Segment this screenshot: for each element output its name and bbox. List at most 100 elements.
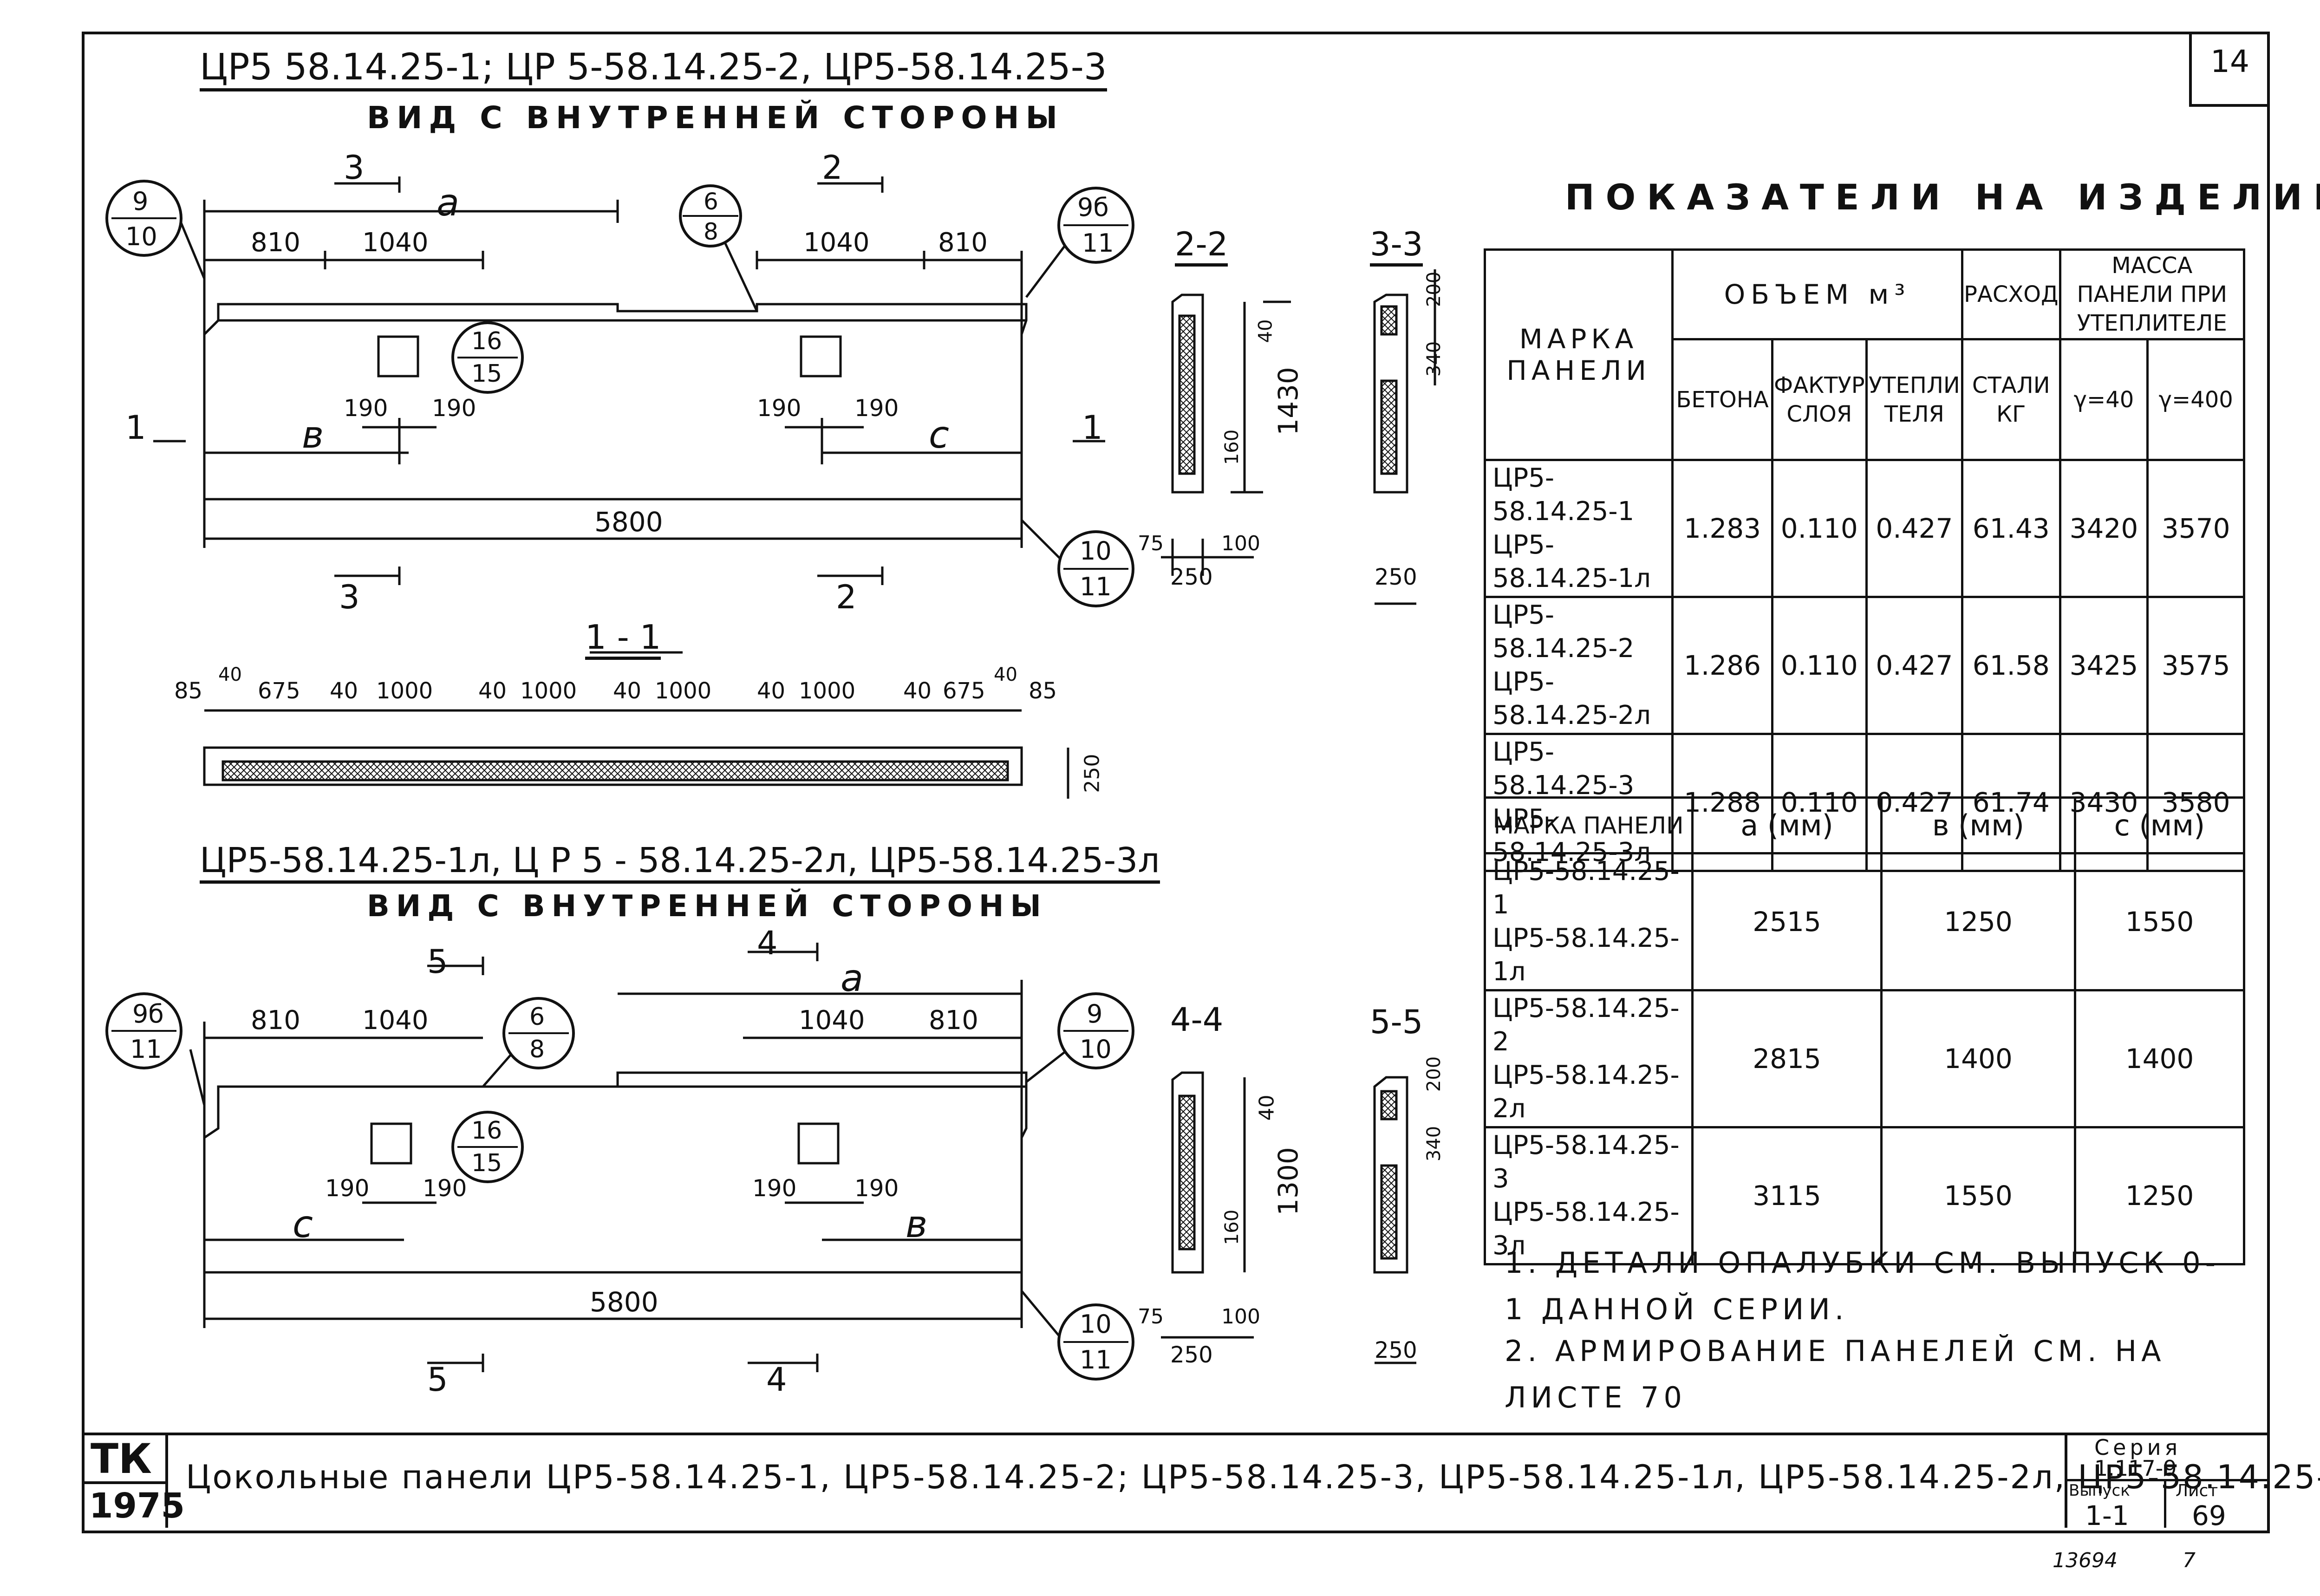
- dim-label: 1430: [1272, 367, 1304, 436]
- header-mark: МАРКА ПАНЕЛИ: [1484, 796, 1694, 854]
- dim-label: 40: [613, 678, 642, 704]
- callout-top: 16: [471, 1117, 502, 1145]
- section-mark: 1: [125, 409, 146, 447]
- dim-label: 160: [1221, 1209, 1243, 1245]
- indicators-table: МАРКА ПАНЕЛИ ОБЪЕМ м³ РАСХОД МАССА ПАНЕЛ…: [1483, 248, 2245, 872]
- dim-label: 810: [929, 1005, 978, 1036]
- dim-label: 250: [1080, 754, 1104, 793]
- dim-label: 190: [432, 395, 476, 422]
- section-mark: 4: [766, 1361, 787, 1399]
- header-insulation: УТЕПЛИ ТЕЛЯ: [1865, 338, 1964, 461]
- dim-label: 250: [1375, 1337, 1417, 1363]
- sheet-number: 14: [2210, 44, 2249, 79]
- section-mark: 3: [344, 149, 365, 187]
- cell: 0.427: [1865, 459, 1964, 598]
- dim-label: 40: [994, 664, 1017, 685]
- dim-label: 40: [757, 678, 786, 704]
- cell: 0.110: [1771, 459, 1868, 598]
- callout-bottom: 10: [125, 222, 157, 251]
- section-1-1-outline: [203, 746, 1023, 786]
- header-mass: МАССА ПАНЕЛИ ПРИ УТЕПЛИТЕЛЕ: [2059, 248, 2245, 340]
- dim-label: 190: [752, 1175, 797, 1202]
- callout-bottom: 11: [1082, 228, 1114, 258]
- dim-label: 810: [938, 228, 988, 258]
- cell: 1250: [1880, 852, 2076, 991]
- dim-letter-b: в: [302, 413, 324, 456]
- section-mark: 5: [427, 1361, 448, 1399]
- issue-value: 1-1: [2085, 1500, 2129, 1531]
- dim-label: 1000: [655, 678, 712, 704]
- bottom-view-label: ВИД С ВНУТРЕННЕЙ СТОРОНЫ: [367, 889, 1048, 924]
- callout-bottom: 10: [1080, 1035, 1112, 1064]
- callout-bottom: 11: [130, 1035, 162, 1064]
- dim-label: 75: [1138, 532, 1164, 555]
- dim-label: 250: [1170, 1342, 1213, 1368]
- top-opening-left: [377, 335, 419, 378]
- header-steel: СТАЛИ КГ: [1961, 338, 2061, 461]
- section-mark: 2: [822, 149, 843, 187]
- sheet-number-box: 14: [2189, 32, 2270, 107]
- section-label: 2-2: [1175, 225, 1228, 267]
- dim-label: 340: [1423, 341, 1445, 377]
- callout-bottom: 11: [1080, 572, 1112, 601]
- header-facing: ФАКТУР СЛОЯ: [1771, 338, 1868, 461]
- callout-top: 16: [471, 327, 502, 355]
- cell: 2515: [1691, 852, 1883, 991]
- callout-top: 10: [1080, 536, 1112, 566]
- section-mark: 2: [836, 578, 857, 616]
- dim-label: 85: [1029, 678, 1057, 704]
- title-block: [82, 1433, 2267, 1531]
- dim-label: 40: [1255, 319, 1277, 343]
- section-mark: 1: [1082, 409, 1103, 447]
- bottom-opening-left: [370, 1122, 412, 1165]
- dim-label: 1040: [362, 228, 429, 258]
- top-title-marks: ЦР5 58.14.25-1; ЦР 5-58.14.25-2, ЦР5-58.…: [200, 46, 1107, 91]
- dim-label: 85: [174, 678, 203, 704]
- dim-label: 200: [1423, 1056, 1445, 1092]
- dim-label: 190: [344, 395, 388, 422]
- sheet-value: 69: [2192, 1500, 2226, 1531]
- cell: 1400: [1880, 989, 2076, 1128]
- dim-letter-b: в: [906, 1203, 928, 1246]
- dim-label: 40: [478, 678, 507, 704]
- series-label: Серия: [2094, 1435, 2182, 1460]
- dim-letter-a: а: [437, 181, 460, 224]
- dim-label: 190: [854, 395, 899, 422]
- dim-label: 75: [1138, 1305, 1164, 1329]
- cell: 1550: [1880, 1126, 2076, 1265]
- footer-number: 7: [2183, 1549, 2196, 1572]
- issue-label: Выпуск: [2069, 1481, 2130, 1500]
- org-divider: [82, 1481, 165, 1484]
- sheet-label: Лист: [2176, 1481, 2218, 1500]
- cell: 3425: [2059, 596, 2149, 735]
- top-view-label: ВИД С ВНУТРЕННЕЙ СТОРОНЫ: [367, 100, 1064, 136]
- indicators-title: ПОКАЗАТЕЛИ НА ИЗДЕЛИЕ: [1565, 176, 2320, 218]
- header-gamma-40: γ=40: [2059, 338, 2149, 461]
- callout-bottom: 11: [1080, 1345, 1112, 1375]
- section-label: 4-4: [1170, 1001, 1224, 1039]
- cell: 3420: [2059, 459, 2149, 598]
- dim-label: 190: [423, 1175, 467, 1202]
- dim-label: 675: [258, 678, 300, 704]
- dim-label: 675: [943, 678, 985, 704]
- header-b: в (мм): [1880, 796, 2076, 854]
- section-label: 3-3: [1370, 225, 1423, 267]
- section-mark: 3: [339, 578, 360, 616]
- header-gamma-400: γ=400: [2146, 338, 2245, 461]
- org-box: [82, 1433, 168, 1528]
- cell: 1.286: [1671, 596, 1773, 735]
- dim-label: 100: [1221, 1305, 1260, 1329]
- dim-label: 100: [1221, 532, 1260, 555]
- dim-label: 190: [757, 395, 802, 422]
- bottom-panel-outline: [203, 1071, 1028, 1274]
- dim-label: 810: [251, 228, 300, 258]
- section-label: 5-5: [1370, 1003, 1423, 1041]
- dim-label: 200: [1423, 271, 1445, 307]
- callout-top: 6: [704, 188, 718, 215]
- org-year: 1975: [89, 1486, 185, 1526]
